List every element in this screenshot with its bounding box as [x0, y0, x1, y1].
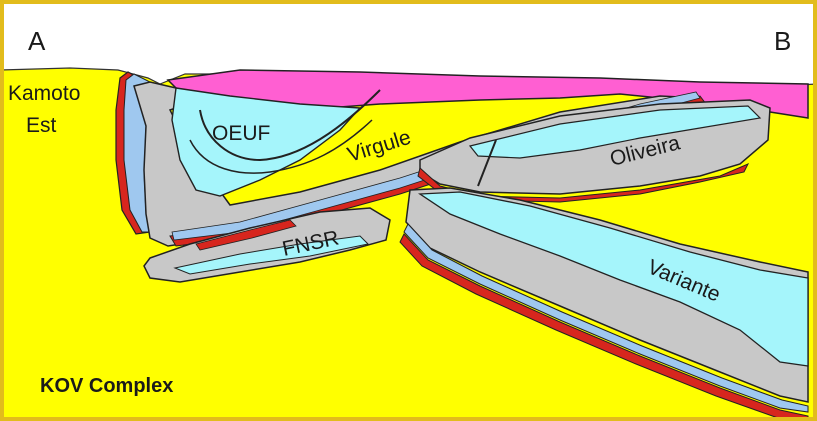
kov-complex-label: KOV Complex	[40, 375, 173, 397]
kamoto-est-label-line1: Kamoto	[8, 82, 80, 105]
oeuf-label: OEUF	[212, 122, 270, 145]
section-end-label: B	[774, 26, 791, 56]
kamoto-est-label-line2: Est	[26, 114, 57, 137]
section-start-label: A	[28, 26, 46, 56]
